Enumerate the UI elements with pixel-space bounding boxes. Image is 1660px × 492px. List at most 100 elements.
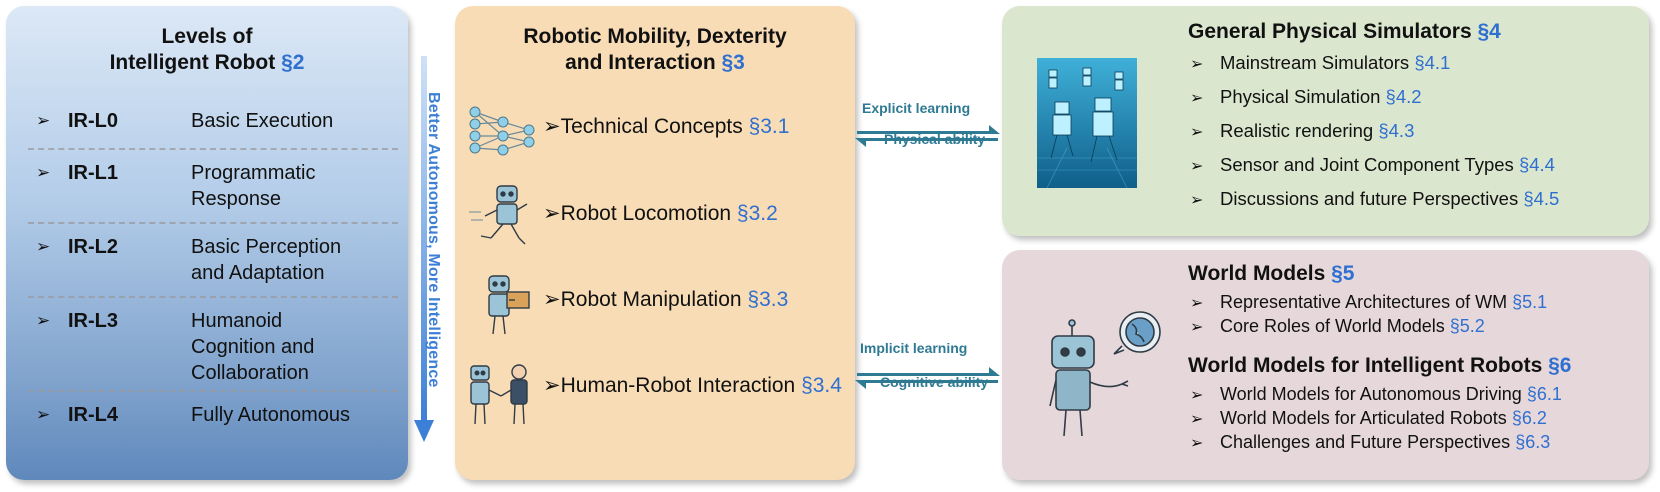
implicit-learning-label: Implicit learning [860, 340, 968, 356]
mobility-item-label: Robot Locomotion [560, 202, 732, 225]
simulators-item: ➢ Realistic rendering §4.3 [1190, 120, 1414, 142]
levels-title-sec: §2 [281, 51, 305, 74]
simulators-item-sec: §4.3 [1378, 120, 1415, 141]
divider [28, 222, 398, 224]
levels-title-line2: Intelligent Robot [109, 51, 276, 74]
simulators-panel: General Physical Simulators §4 ➢ Mainstre… [1002, 6, 1649, 236]
mobility-item-robot-locomotion: ➢Robot Locomotion §3.2 [543, 201, 778, 226]
world-models-title-sec: §5 [1331, 262, 1355, 285]
bullet-arrow-icon: ➢ [1190, 411, 1204, 428]
bullet-arrow-icon: ➢ [543, 115, 561, 138]
simulators-item: ➢ Mainstream Simulators §4.1 [1190, 52, 1450, 74]
divider [28, 390, 398, 392]
levels-title: Levels of Intelligent Robot §2 [6, 24, 408, 76]
mobility-title: Robotic Mobility, Dexterity and Interact… [455, 24, 855, 76]
bullet-arrow-icon: ➢ [1190, 387, 1204, 404]
bullet-arrow-icon: ➢ [1190, 158, 1204, 175]
bidirectional-arrow-icon [855, 367, 1000, 389]
mobility-item-human-robot-interaction: ➢Human-Robot Interaction §3.4 [543, 373, 842, 398]
mobility-title-line1: Robotic Mobility, Dexterity [523, 25, 787, 48]
world-models-item-label: Representative Architectures of WM [1220, 292, 1508, 312]
world-models-robots-item: ➢ Challenges and Future Perspectives §6.3 [1190, 432, 1550, 453]
bullet-arrow-icon: ➢ [36, 237, 51, 256]
level-code: IR-L1 [68, 162, 118, 184]
mobility-title-line2: and Interaction [565, 51, 716, 74]
simulators-title: General Physical Simulators §4 [1188, 20, 1501, 44]
mobility-item-sec: §3.3 [747, 288, 789, 311]
robot-carrying-box-icon [488, 275, 530, 335]
bullet-arrow-icon: ➢ [543, 202, 561, 225]
running-robot-icon [469, 185, 528, 245]
physical-ability-label: Physical ability [884, 131, 986, 147]
simulators-item: ➢ Discussions and future Perspectives §4.… [1190, 188, 1559, 210]
bullet-arrow-icon: ➢ [36, 163, 51, 182]
simulators-item: ➢ Physical Simulation §4.2 [1190, 86, 1422, 108]
cognitive-ability-label: Cognitive ability [880, 374, 989, 390]
mobility-item-technical-concepts: ➢Technical Concepts §3.1 [543, 114, 789, 139]
simulators-title-sec: §4 [1477, 20, 1501, 43]
level-code: IR-L3 [68, 310, 118, 332]
simulators-item-sec: §4.5 [1523, 188, 1560, 209]
simulators-item-label: Realistic rendering [1220, 120, 1374, 141]
world-models-robots-item: ➢ World Models for Articulated Robots §6.… [1190, 408, 1547, 429]
world-models-title: World Models §5 [1188, 262, 1354, 286]
levels-panel: Levels of Intelligent Robot §2 ➢ IR-L0 B… [6, 6, 408, 480]
simulators-item-label: Physical Simulation [1220, 86, 1381, 107]
level-desc: Fully Autonomous [191, 404, 350, 426]
simulators-item-sec: §4.4 [1518, 154, 1555, 175]
mobility-panel: Robotic Mobility, Dexterity and Interact… [455, 6, 855, 480]
bullet-arrow-icon: ➢ [1190, 435, 1204, 452]
world-models-panel: World Models §5 ➢ Representative Architec… [1002, 250, 1649, 480]
mobility-title-sec: §3 [721, 51, 745, 74]
level-code: IR-L0 [68, 110, 118, 132]
bullet-arrow-icon: ➢ [1190, 124, 1204, 141]
mobility-item-label: Robot Manipulation [560, 288, 742, 311]
neural-network-icon [469, 106, 535, 156]
mobility-item-sec: §3.4 [801, 374, 842, 397]
world-models-robots-title-text: World Models for Intelligent Robots [1188, 354, 1543, 377]
level-desc: Programmatic Response [191, 162, 316, 210]
robot-with-globe-thought-image [1049, 311, 1161, 437]
simulators-item: ➢Sensor and Joint Component Types §4.4 [1190, 154, 1555, 176]
simulators-item-sec: §4.2 [1385, 86, 1422, 107]
simulators-item-label: Discussions and future Perspectives [1220, 188, 1519, 209]
world-models-robots-item-sec: §6.3 [1515, 432, 1551, 452]
world-models-robots-item: ➢World Models for Autonomous Driving §6.… [1190, 384, 1562, 405]
simulators-title-text: General Physical Simulators [1188, 20, 1472, 43]
bullet-arrow-icon: ➢ [36, 111, 51, 130]
level-desc: Basic Execution [191, 110, 334, 132]
world-models-robots-item-sec: §6.1 [1526, 384, 1562, 404]
bullet-arrow-icon: ➢ [36, 311, 51, 330]
mobility-item-robot-manipulation: ➢Robot Manipulation §3.3 [543, 287, 788, 312]
mobility-item-label: Technical Concepts [560, 115, 743, 138]
world-models-robots-title-sec: §6 [1548, 354, 1572, 377]
world-models-item: ➢ Core Roles of World Models §5.2 [1190, 316, 1485, 337]
world-models-item-label: Core Roles of World Models [1220, 316, 1450, 336]
world-models-robots-item-label: Challenges and Future Perspectives [1220, 432, 1511, 452]
mobility-item-sec: §3.2 [736, 202, 778, 225]
mobility-item-sec: §3.1 [748, 115, 790, 138]
bullet-arrow-icon: ➢ [1190, 56, 1204, 73]
autonomy-arrow-label: Better Autonomous, More Intelligence [425, 92, 442, 388]
levels-title-line1: Levels of [161, 25, 253, 48]
divider [28, 296, 398, 298]
robot-human-handshake-icon [470, 364, 528, 425]
world-models-robots-item-label: World Models for Articulated Robots [1220, 408, 1507, 428]
world-models-robots-item-sec: §6.2 [1511, 408, 1547, 428]
world-models-title-text: World Models [1188, 262, 1326, 285]
bullet-arrow-icon: ➢ [1190, 319, 1204, 336]
world-models-item-sec: §5.2 [1449, 316, 1485, 336]
bullet-arrow-icon: ➢ [36, 405, 51, 424]
bullet-arrow-icon: ➢ [1190, 192, 1204, 209]
level-desc: Basic Perception and Adaptation [191, 236, 342, 284]
bullet-arrow-icon: ➢ [1190, 295, 1204, 312]
explicit-learning-label: Explicit learning [862, 100, 971, 116]
level-code: IR-L2 [68, 236, 118, 258]
world-models-robots-title: World Models for Intelligent Robots §6 [1188, 354, 1571, 378]
simulators-item-label: Mainstream Simulators [1220, 52, 1410, 73]
simulators-item-sec: §4.1 [1414, 52, 1451, 73]
walking-robots-simulation-image [1037, 58, 1137, 188]
bullet-arrow-icon: ➢ [543, 374, 561, 397]
down-arrow-icon [414, 56, 434, 442]
bullet-arrow-icon: ➢ [1190, 90, 1204, 107]
